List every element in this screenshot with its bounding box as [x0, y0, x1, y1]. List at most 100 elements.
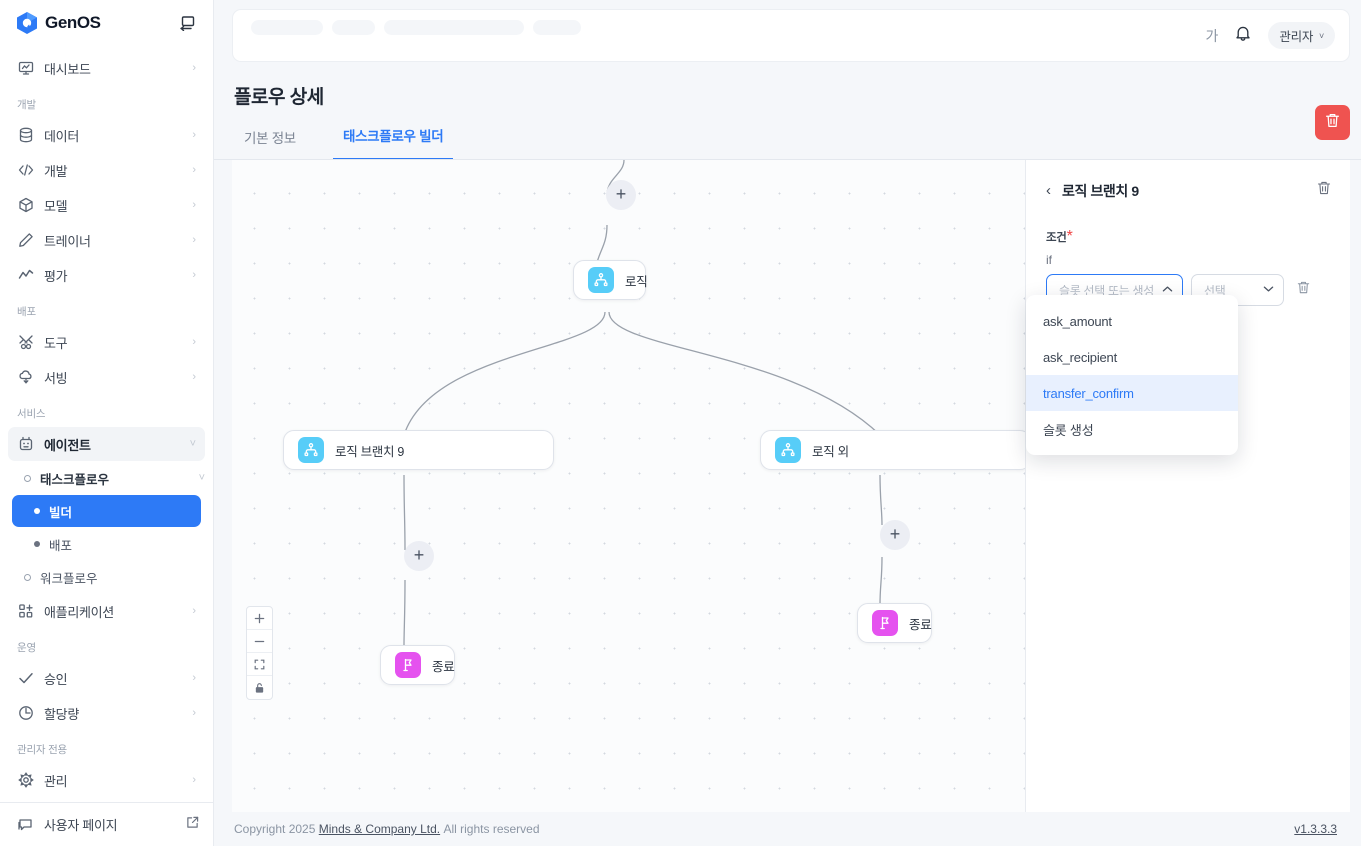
company-link[interactable]: Minds & Company Ltd.: [318, 822, 441, 836]
add-node-button-top[interactable]: [606, 180, 636, 210]
flow-node-label: 종료: [432, 659, 455, 674]
bell-icon[interactable]: [1234, 24, 1252, 47]
delete-condition-button[interactable]: [1296, 280, 1311, 300]
page-title: 플로우 상세: [234, 87, 324, 108]
trash-icon: [1324, 112, 1341, 134]
sidebar-item-label: 데이터: [44, 128, 79, 144]
dropdown-option-ask-recipient[interactable]: ask_recipient: [1043, 349, 1117, 365]
chevron-right-icon: ›: [192, 62, 196, 74]
sidebar-item-approval[interactable]: 승인 ›: [8, 661, 205, 695]
sidebar-item-builder[interactable]: 빌더: [12, 495, 201, 527]
sidebar-collapse-icon[interactable]: [177, 12, 199, 34]
sidebar-item-user-page[interactable]: 사용자 페이지: [0, 802, 213, 846]
dropdown-option-transfer-confirm[interactable]: transfer_confirm: [1026, 375, 1238, 411]
flow-node-label: 로직 브랜치 9: [335, 444, 404, 459]
code-icon: [17, 162, 34, 179]
flow-canvas[interactable]: 로직 로직 브랜치 9: [232, 160, 1026, 812]
sidebar-item-quota[interactable]: 할당량 ›: [8, 696, 205, 730]
zoom-out-button[interactable]: [247, 630, 272, 653]
chevron-left-icon[interactable]: ‹: [1046, 182, 1051, 199]
bullet-ring-icon: [24, 573, 31, 581]
condition-field-label: 조건*: [1046, 228, 1073, 245]
version-link[interactable]: v1.3.3.3: [1294, 822, 1337, 836]
panel-title: 로직 브랜치 9: [1062, 182, 1139, 199]
breadcrumb: [251, 20, 581, 35]
if-keyword: if: [1046, 253, 1052, 267]
slot-select-dropdown[interactable]: ask_amount ask_recipient transfer_confir…: [1026, 295, 1238, 455]
sidebar-item-label: 도구: [44, 335, 68, 351]
chevron-down-icon: ˅: [189, 438, 196, 450]
sidebar-item-label: 모델: [44, 198, 68, 214]
chevron-down-icon: [1263, 285, 1274, 296]
work-area: 로직 로직 브랜치 9: [232, 160, 1350, 812]
sidebar-item-application[interactable]: 애플리케이션 ›: [8, 594, 205, 628]
sidebar-nav: 대시보드 › 개발 데이터 ›: [0, 46, 213, 802]
chevron-right-icon: ›: [192, 371, 196, 383]
chevron-down-icon: ˅: [198, 472, 205, 484]
flow-node-label: 종료: [909, 617, 932, 632]
chevron-right-icon: ›: [192, 234, 196, 246]
sidebar-item-evaluation[interactable]: 평가 ›: [8, 258, 205, 292]
bullet-dot-icon: [34, 508, 40, 514]
check-icon: [17, 670, 34, 687]
panel-body: 조건* if 슬롯 선택 또는 생성 선택: [1026, 201, 1350, 306]
brand-logo[interactable]: GenOS: [16, 11, 101, 35]
dropdown-option-create-slot[interactable]: 슬롯 생성: [1043, 422, 1094, 438]
flow-node-label: 로직: [625, 274, 648, 289]
flow-node-end-right[interactable]: 종료: [857, 603, 932, 643]
dashboard-icon: [17, 60, 34, 77]
flow-node-logic-branch-9[interactable]: 로직 브랜치 9: [283, 430, 554, 470]
sidebar-header: GenOS: [0, 0, 213, 46]
flow-node-end-left[interactable]: 종료: [380, 645, 455, 685]
sidebar-item-label: 에이전트: [44, 437, 91, 453]
sidebar-item-workflow[interactable]: 워크플로우: [8, 561, 205, 593]
sidebar-item-dashboard[interactable]: 대시보드 ›: [8, 51, 205, 85]
sidebar-item-admin[interactable]: 관리 ›: [8, 763, 205, 797]
sidebar-item-trainer[interactable]: 트레이너 ›: [8, 223, 205, 257]
slot-select-placeholder: 슬롯 선택 또는 생성: [1059, 283, 1155, 298]
user-page-icon: [17, 816, 34, 833]
delete-flow-button[interactable]: [1315, 105, 1350, 140]
sidebar-item-data[interactable]: 데이터 ›: [8, 118, 205, 152]
sidebar-item-taskflow[interactable]: 태스크플로우 ˅: [8, 462, 205, 494]
sidebar-item-deploy[interactable]: 배포: [12, 528, 201, 560]
rights-text: All rights reserved: [443, 822, 540, 836]
dropdown-option-ask-amount[interactable]: ask_amount: [1043, 313, 1112, 329]
delete-node-button[interactable]: [1316, 180, 1332, 201]
bullet-ring-icon: [24, 474, 31, 482]
zoom-in-button[interactable]: [247, 607, 272, 630]
add-node-button-right[interactable]: [880, 520, 910, 550]
genos-logo-icon: [16, 11, 38, 35]
cloud-icon: [17, 369, 34, 386]
end-flag-icon: [872, 610, 898, 636]
sidebar-item-label: 할당량: [44, 706, 79, 722]
flow-node-label: 로직 외: [812, 444, 849, 459]
tab-basic-info[interactable]: 기본 정보: [244, 131, 296, 146]
fit-view-button[interactable]: [247, 653, 272, 676]
sidebar-group-label: 개발: [17, 99, 36, 111]
sidebar-item-tools[interactable]: 도구 ›: [8, 325, 205, 359]
chevron-down-icon: ˅: [1319, 30, 1324, 41]
operator-select-placeholder: 선택: [1204, 283, 1226, 298]
sidebar-item-model[interactable]: 모델 ›: [8, 188, 205, 222]
user-menu-button[interactable]: 관리자 ˅: [1268, 22, 1335, 49]
chevron-right-icon: ›: [192, 774, 196, 786]
add-node-button-left[interactable]: [404, 541, 434, 571]
sidebar-item-label: 트레이너: [44, 233, 91, 249]
pencil-icon: [17, 232, 34, 249]
topbar: 가 관리자 ˅: [232, 9, 1350, 62]
sidebar-item-serving[interactable]: 서빙 ›: [8, 360, 205, 394]
sidebar-item-agent[interactable]: 에이전트 ˅: [8, 427, 205, 461]
font-size-button[interactable]: 가: [1205, 27, 1219, 44]
logic-branch-icon: [775, 437, 801, 463]
flow-node-logic-else[interactable]: 로직 외: [760, 430, 1025, 470]
sidebar-item-develop[interactable]: 개발 ›: [8, 153, 205, 187]
tab-taskflow-builder[interactable]: 태스크플로우 빌더: [332, 125, 454, 160]
brand-name: GenOS: [45, 13, 101, 32]
chevron-right-icon: ›: [192, 164, 196, 176]
breadcrumb-skeleton-1: [251, 20, 323, 35]
sidebar-item-label: 빌더: [49, 505, 73, 520]
flow-node-logic[interactable]: 로직: [573, 260, 648, 300]
lock-button[interactable]: [247, 676, 272, 699]
database-icon: [17, 127, 34, 144]
